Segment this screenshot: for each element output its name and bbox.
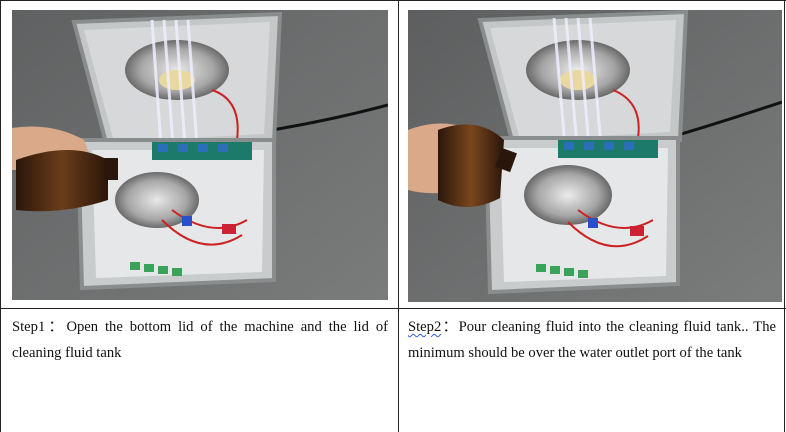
table-column-divider [398,0,399,432]
pouring-fluid-image [408,10,782,302]
table-right-border [784,0,785,432]
table-left-border [0,0,1,432]
machine-open-lid-image [12,10,388,300]
step1-caption: Step1：Open the bottom lid of the machine… [12,314,388,366]
step2-caption: Step2：Pour cleaning fluid into the clean… [408,314,776,366]
step1-text: ：Open the bottom lid of the machine and … [12,319,388,361]
machine-open-lid-photo [12,10,388,300]
table-top-border [0,0,786,1]
table-row-divider [0,308,786,309]
pouring-fluid-photo [408,10,782,302]
step2-text: ：Pour cleaning fluid into the cleaning f… [408,319,776,361]
step1-label: Step1 [12,319,46,335]
step2-label: Step2 [408,319,442,335]
